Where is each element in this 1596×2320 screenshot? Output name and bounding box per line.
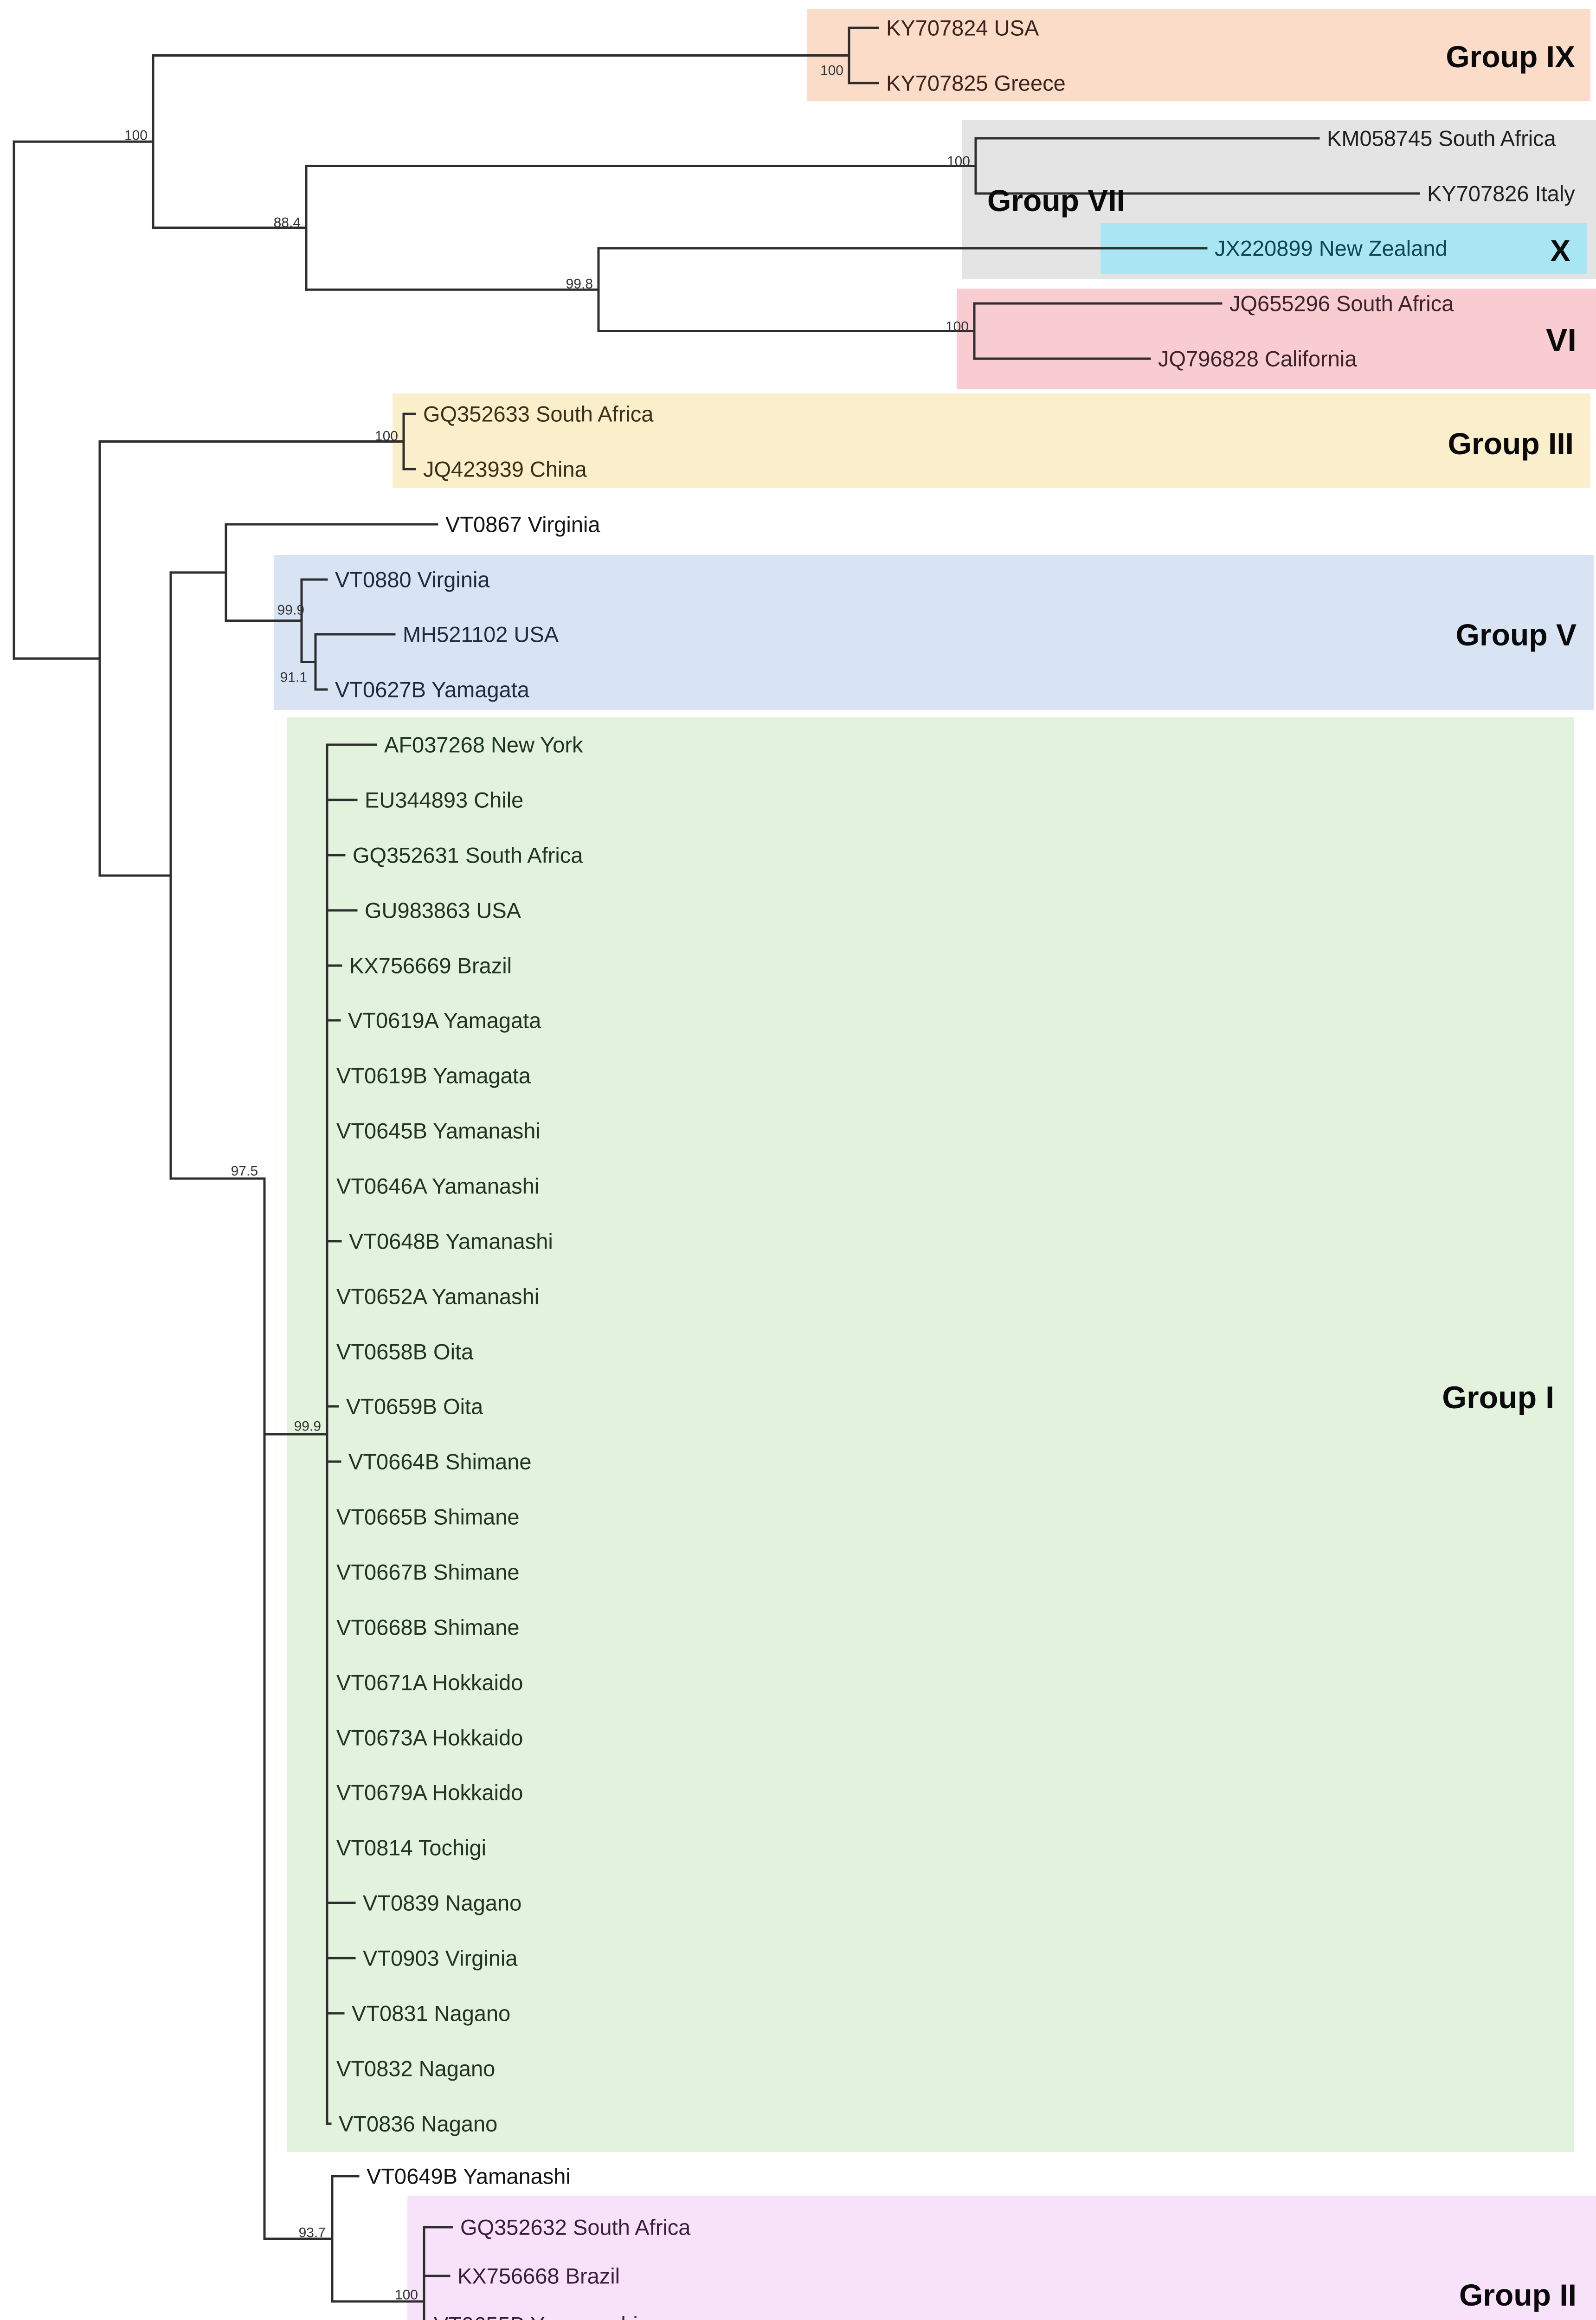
bootstrap-label: 100	[375, 429, 398, 444]
taxon-label: GQ352632 South Africa	[460, 2215, 691, 2240]
group-box-V	[274, 555, 1594, 710]
taxon-label: VT0679A Hokkaido	[336, 1780, 523, 1805]
taxon-label: VT0831 Nagano	[352, 2001, 510, 2026]
taxon-label: JQ423939 China	[423, 457, 587, 482]
taxon-label: JQ655296 South Africa	[1229, 291, 1454, 316]
taxon-label: VT0673A Hokkaido	[336, 1726, 523, 1750]
bootstrap-label: 88.4	[274, 215, 301, 231]
group-label-X: X	[1550, 233, 1570, 268]
taxon-label: EU344893 Chile	[365, 788, 523, 812]
taxon-label: VT0659B Oita	[346, 1394, 483, 1419]
taxon-label: VT0836 Nagano	[339, 2112, 497, 2136]
taxon-label: VT0652A Yamanashi	[336, 1284, 539, 1309]
bootstrap-label: 99.9	[277, 603, 304, 618]
taxon-label: VT0658B Oita	[336, 1340, 474, 1364]
group-box-I	[287, 717, 1574, 2152]
taxon-label: VT0832 Nagano	[336, 2056, 495, 2081]
taxon-label: VT0646A Yamanashi	[336, 1174, 539, 1199]
taxon-label: GQ352633 South Africa	[423, 402, 654, 426]
bootstrap-label: 97.5	[231, 1164, 258, 1179]
taxon-label: VT0655B Yamanashi	[434, 2313, 638, 2320]
bootstrap-label: 99.8	[566, 277, 593, 292]
group-label-III: Group III	[1448, 426, 1574, 461]
bootstrap-label: 100	[820, 63, 843, 78]
bootstrap-label: 100	[124, 128, 148, 143]
taxon-label: KY707826 Italy	[1427, 181, 1575, 206]
taxon-label: VT0903 Virginia	[363, 1946, 518, 1971]
taxon-label: KX756669 Brazil	[349, 954, 512, 978]
bootstrap-label: 99.9	[294, 1419, 321, 1434]
taxon-label: VT0619B Yamagata	[336, 1063, 531, 1088]
taxon-label: AF037268 New York	[384, 733, 583, 757]
taxon-label: VT0867 Virginia	[445, 512, 600, 537]
taxon-label: VT0649B Yamanashi	[367, 2164, 571, 2189]
taxon-label: VT0645B Yamanashi	[336, 1119, 541, 1143]
taxon-label: VT0668B Shimane	[336, 1615, 520, 1640]
taxon-label: VT0627B Yamagata	[335, 677, 530, 702]
group-label-VII: Group VII	[987, 183, 1125, 218]
group-box-VI	[957, 289, 1596, 389]
bootstrap-label: 100	[947, 154, 970, 169]
taxon-label: VT0664B Shimane	[348, 1450, 532, 1474]
taxon-label: GU983863 USA	[365, 898, 521, 923]
taxon-label: JQ796828 California	[1158, 347, 1357, 371]
taxon-label: KX756668 Brazil	[457, 2264, 620, 2288]
taxon-label: VT0839 Nagano	[363, 1891, 521, 1915]
group-label-IX: Group IX	[1446, 39, 1575, 74]
group-label-VI: VI	[1546, 322, 1577, 358]
group-box-III	[393, 393, 1590, 488]
bootstrap-label: 100	[395, 2288, 418, 2303]
bootstrap-label: 91.1	[280, 670, 307, 685]
taxon-label: GQ352631 South Africa	[353, 843, 583, 868]
group-box-IX	[807, 9, 1590, 101]
taxon-label: VT0667B Shimane	[336, 1560, 520, 1585]
taxon-label: VT0814 Tochigi	[336, 1836, 486, 1860]
taxon-label: VT0648B Yamanashi	[349, 1229, 553, 1254]
bootstrap-label: 100	[946, 319, 969, 335]
group-label-II: Group II	[1459, 2278, 1577, 2312]
taxon-label: KY707824 USA	[886, 16, 1039, 40]
taxon-label: KY707825 Greece	[886, 71, 1066, 96]
taxon-label: JX220899 New Zealand	[1215, 236, 1448, 261]
group-label-V: Group V	[1456, 618, 1577, 652]
taxon-label: VT0880 Virginia	[335, 567, 490, 592]
bootstrap-label: 93.7	[299, 2225, 326, 2241]
taxon-label: MH521102 USA	[403, 622, 559, 647]
group-box-II	[407, 2196, 1596, 2320]
group-label-I: Group I	[1442, 1380, 1554, 1415]
taxon-label: KM058745 South Africa	[1327, 126, 1557, 151]
taxon-label: VT0665B Shimane	[336, 1505, 520, 1529]
taxon-label: VT0671A Hokkaido	[336, 1670, 523, 1695]
taxon-label: VT0619A Yamagata	[348, 1008, 541, 1033]
